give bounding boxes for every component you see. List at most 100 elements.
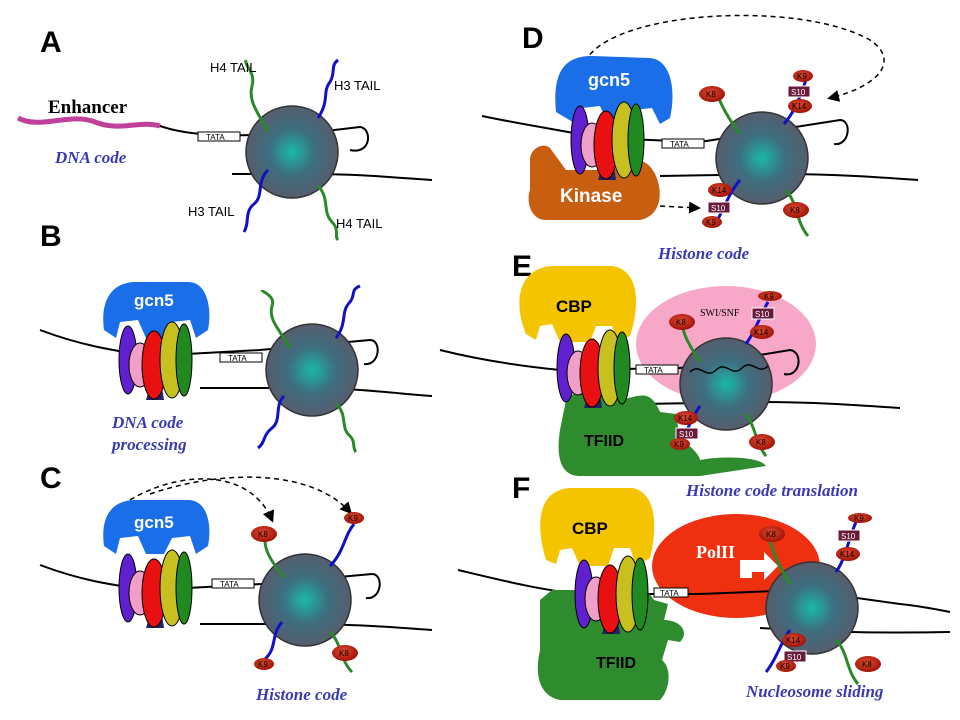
panel-e: E SWI/SNF TFIID CBP TATA K8 K9 S10 K14 K… [439,250,901,500]
activator-complex-d [570,101,645,181]
cbp-label-e: CBP [556,297,592,316]
gcn5-label-b: gcn5 [134,291,174,310]
tfiid-label-f: TFIID [596,655,636,672]
panel-f-letter: F [512,472,530,505]
swisnf-label: SWI/SNF [700,308,740,319]
k8-mark-d-top [699,86,725,102]
h3-tail-label-bottom: H3 TAIL [188,204,234,219]
caption-c: Histone code [255,685,348,704]
k9-label-d-top: K9 [797,72,807,81]
gcn5-complex-b [103,282,210,338]
panel-c-letter: C [40,462,62,495]
kinase-complex [528,145,660,220]
k8-label-c-bottom: K8 [339,649,349,658]
k9-mark-f-bottom [776,660,796,672]
k8-label-d-bottom: K8 [790,206,800,215]
k14-label-d-top: K14 [792,102,807,111]
tata-box-c [211,578,255,589]
s10-mark-e-bottom [675,427,699,440]
k8-mark-d-bottom [783,202,809,218]
tata-label-b: TATA [228,354,247,363]
k8-label-d-top: K8 [706,90,716,99]
panel-b-letter: B [40,220,62,253]
h4-tail-label-top: H4 TAIL [210,60,256,75]
kinase-arrow-top [584,14,885,102]
h3-tail-f-bottom [764,629,792,673]
k14-mark-d-top [788,99,812,113]
k9-label-c-top: K9 [348,514,358,523]
tata-label-c: TATA [220,580,239,589]
caption-d: Histone code [657,244,750,263]
k8-label-c-top: K8 [258,530,268,539]
polii-label: PolII [696,542,735,562]
tata-box-e [635,364,679,375]
activator-complex-c [118,549,193,629]
k8-mark-c-top [251,526,277,542]
k14-mark-d-bottom [708,183,732,197]
tfiid-label-e: TFIID [584,433,624,450]
caption-f: Nucleosome sliding [745,682,884,701]
gcn5-label-d: gcn5 [588,70,630,90]
h3-tail-a-bottom [242,168,270,233]
tata-label-f: TATA [660,589,679,598]
enhancer-label: Enhancer [48,97,128,118]
enhancer-dna [16,115,161,129]
h3-tail-e-top [744,301,770,345]
cbp-complex-e [519,266,637,342]
s10-label-e-bottom: S10 [679,430,694,439]
cbp-complex-f [540,488,655,566]
kinase-label: Kinase [560,186,622,207]
tata-box-d [661,138,705,149]
kinase-arrow-bottom [659,201,701,214]
panel-d: D gcn5 Kinase TATA K8 K9 S10 K14 K14 S10… [481,14,919,263]
tata-label-a: TATA [206,133,225,142]
nucleosome-f [765,561,859,655]
k9-mark-e-bottom [670,438,690,450]
nucleosome-e [679,337,773,431]
panel-b: B gcn5 TATA DNA code processing [39,220,433,454]
tata-label-e: TATA [644,366,663,375]
k14-label-f-bottom: K14 [786,636,801,645]
k9-mark-d-top [793,70,813,82]
h4-tail-a-bottom [316,184,340,242]
panel-a-letter: A [40,26,62,59]
gcn5-complex-d [555,56,673,124]
k9-mark-e-top [758,291,782,301]
panel-f: F PolII TFIID CBP TATA K8 K9 S10 K14 K14… [457,472,951,701]
k8-mark-c-bottom [332,645,358,661]
gcn5-label-c: gcn5 [134,513,174,532]
remodeled-dna-e [689,364,769,374]
k14-label-d-bottom: K14 [712,186,727,195]
h3-tail-a-top [316,58,340,119]
h3-tail-b-top [334,284,361,339]
k9-label-f-top: K9 [854,514,864,523]
s10-mark-f-top [837,529,861,542]
panel-e-letter: E [512,250,532,283]
panel-a: A Enhancer DNA code TATA H4 TAIL H3 TAIL… [16,26,433,242]
nucleosome-c [258,553,352,647]
h3-tail-c-top [328,523,356,568]
h4-tail-f-bottom [834,638,860,685]
h3-tail-b-bottom [257,394,286,450]
k8-mark-e-bottom [749,434,775,450]
k8-label-e-top: K8 [676,318,686,327]
k8-mark-e-top [669,314,695,330]
k8-mark-f-top [759,526,785,542]
h3-tail-label-top: H3 TAIL [334,78,380,93]
polii-direction-arrow [740,552,778,580]
k9-label-e-bottom: K9 [674,440,684,449]
h4-tail-a-top [244,59,270,133]
h4-tail-b-bottom [334,402,358,454]
panel-c: C gcn5 TATA K8 K9 K9 K8 Histone code [39,462,433,704]
k9-label-d-bottom: K9 [706,218,716,227]
h4-tail-b-top [260,289,292,349]
dna-strand-e-bottom [639,400,901,409]
s10-label-e-top: S10 [755,310,770,319]
activator-complex-e [556,329,631,409]
tfiid-complex-e [558,392,766,476]
cbp-label-f: CBP [572,519,608,538]
k14-label-e-bottom: K14 [678,414,693,423]
k14-label-f-top: K14 [840,550,855,559]
k8-label-e-bottom: K8 [756,438,766,447]
k9-label-c-bottom: K9 [258,660,268,669]
